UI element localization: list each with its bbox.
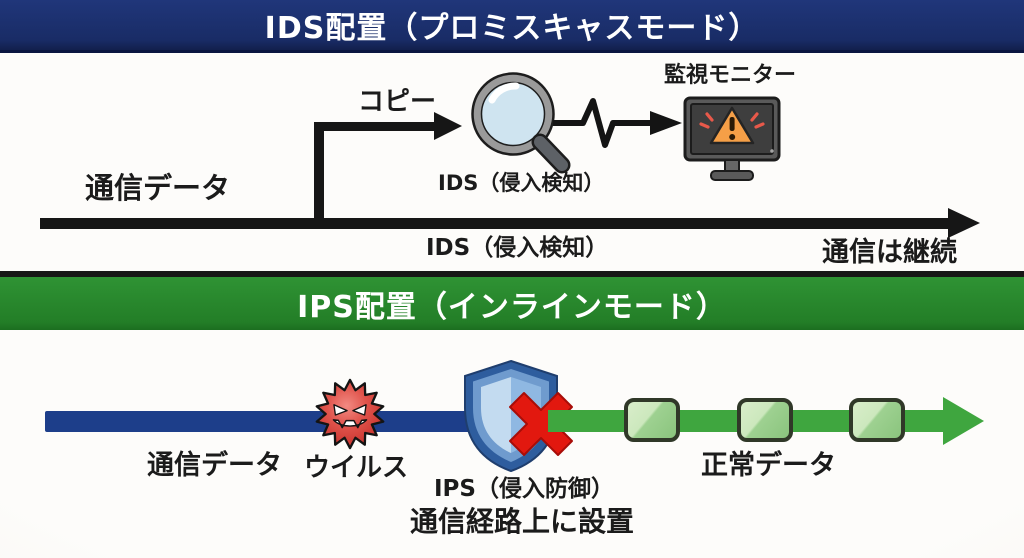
normal-data-label: 正常データ (701, 450, 836, 481)
packet-icon (849, 398, 905, 442)
ips-banner-title: IPS配置（インラインモード） (297, 289, 727, 325)
ips-device-label: IPS（侵入防御） (434, 476, 614, 502)
ids-banner-title: IDS配置（プロミスキャスモード） (264, 11, 760, 46)
ids-banner: IDS配置（プロミスキャスモード） (0, 0, 1024, 53)
monitor-alert-icon (683, 96, 781, 181)
magnifier-icon (471, 72, 571, 174)
copy-label: コピー (358, 87, 437, 117)
ips-placement-label: 通信経路上に設置 (410, 505, 635, 538)
virus-label: ウイルス (304, 453, 409, 483)
ips-traffic-label: 通信データ (147, 450, 282, 481)
continue-label: 通信は継続 (822, 237, 957, 268)
ids-traffic-label: 通信データ (85, 171, 231, 205)
ips-banner: IPS配置（インラインモード） (0, 277, 1024, 330)
virus-icon (315, 378, 385, 450)
alert-pulse-line-icon (553, 98, 682, 148)
packet-icon (624, 398, 680, 442)
ids-copy-branch-arrowhead (434, 112, 462, 140)
ids-device-label: IDS（侵入検知） (438, 171, 605, 195)
ids-copy-branch-horizontal (314, 122, 436, 131)
ids-main-flow-arrowhead (948, 208, 980, 238)
monitor-label: 監視モニター (664, 63, 797, 88)
ids-line-label: IDS（侵入検知） (426, 235, 609, 261)
section-divider (0, 271, 1024, 277)
ids-copy-branch-vertical (314, 122, 324, 222)
block-x-icon (509, 392, 573, 456)
ips-inbound-flow-line (45, 411, 470, 432)
packet-icon (737, 398, 793, 442)
ips-outbound-arrowhead (943, 397, 984, 445)
ids-main-flow-line (40, 218, 950, 229)
